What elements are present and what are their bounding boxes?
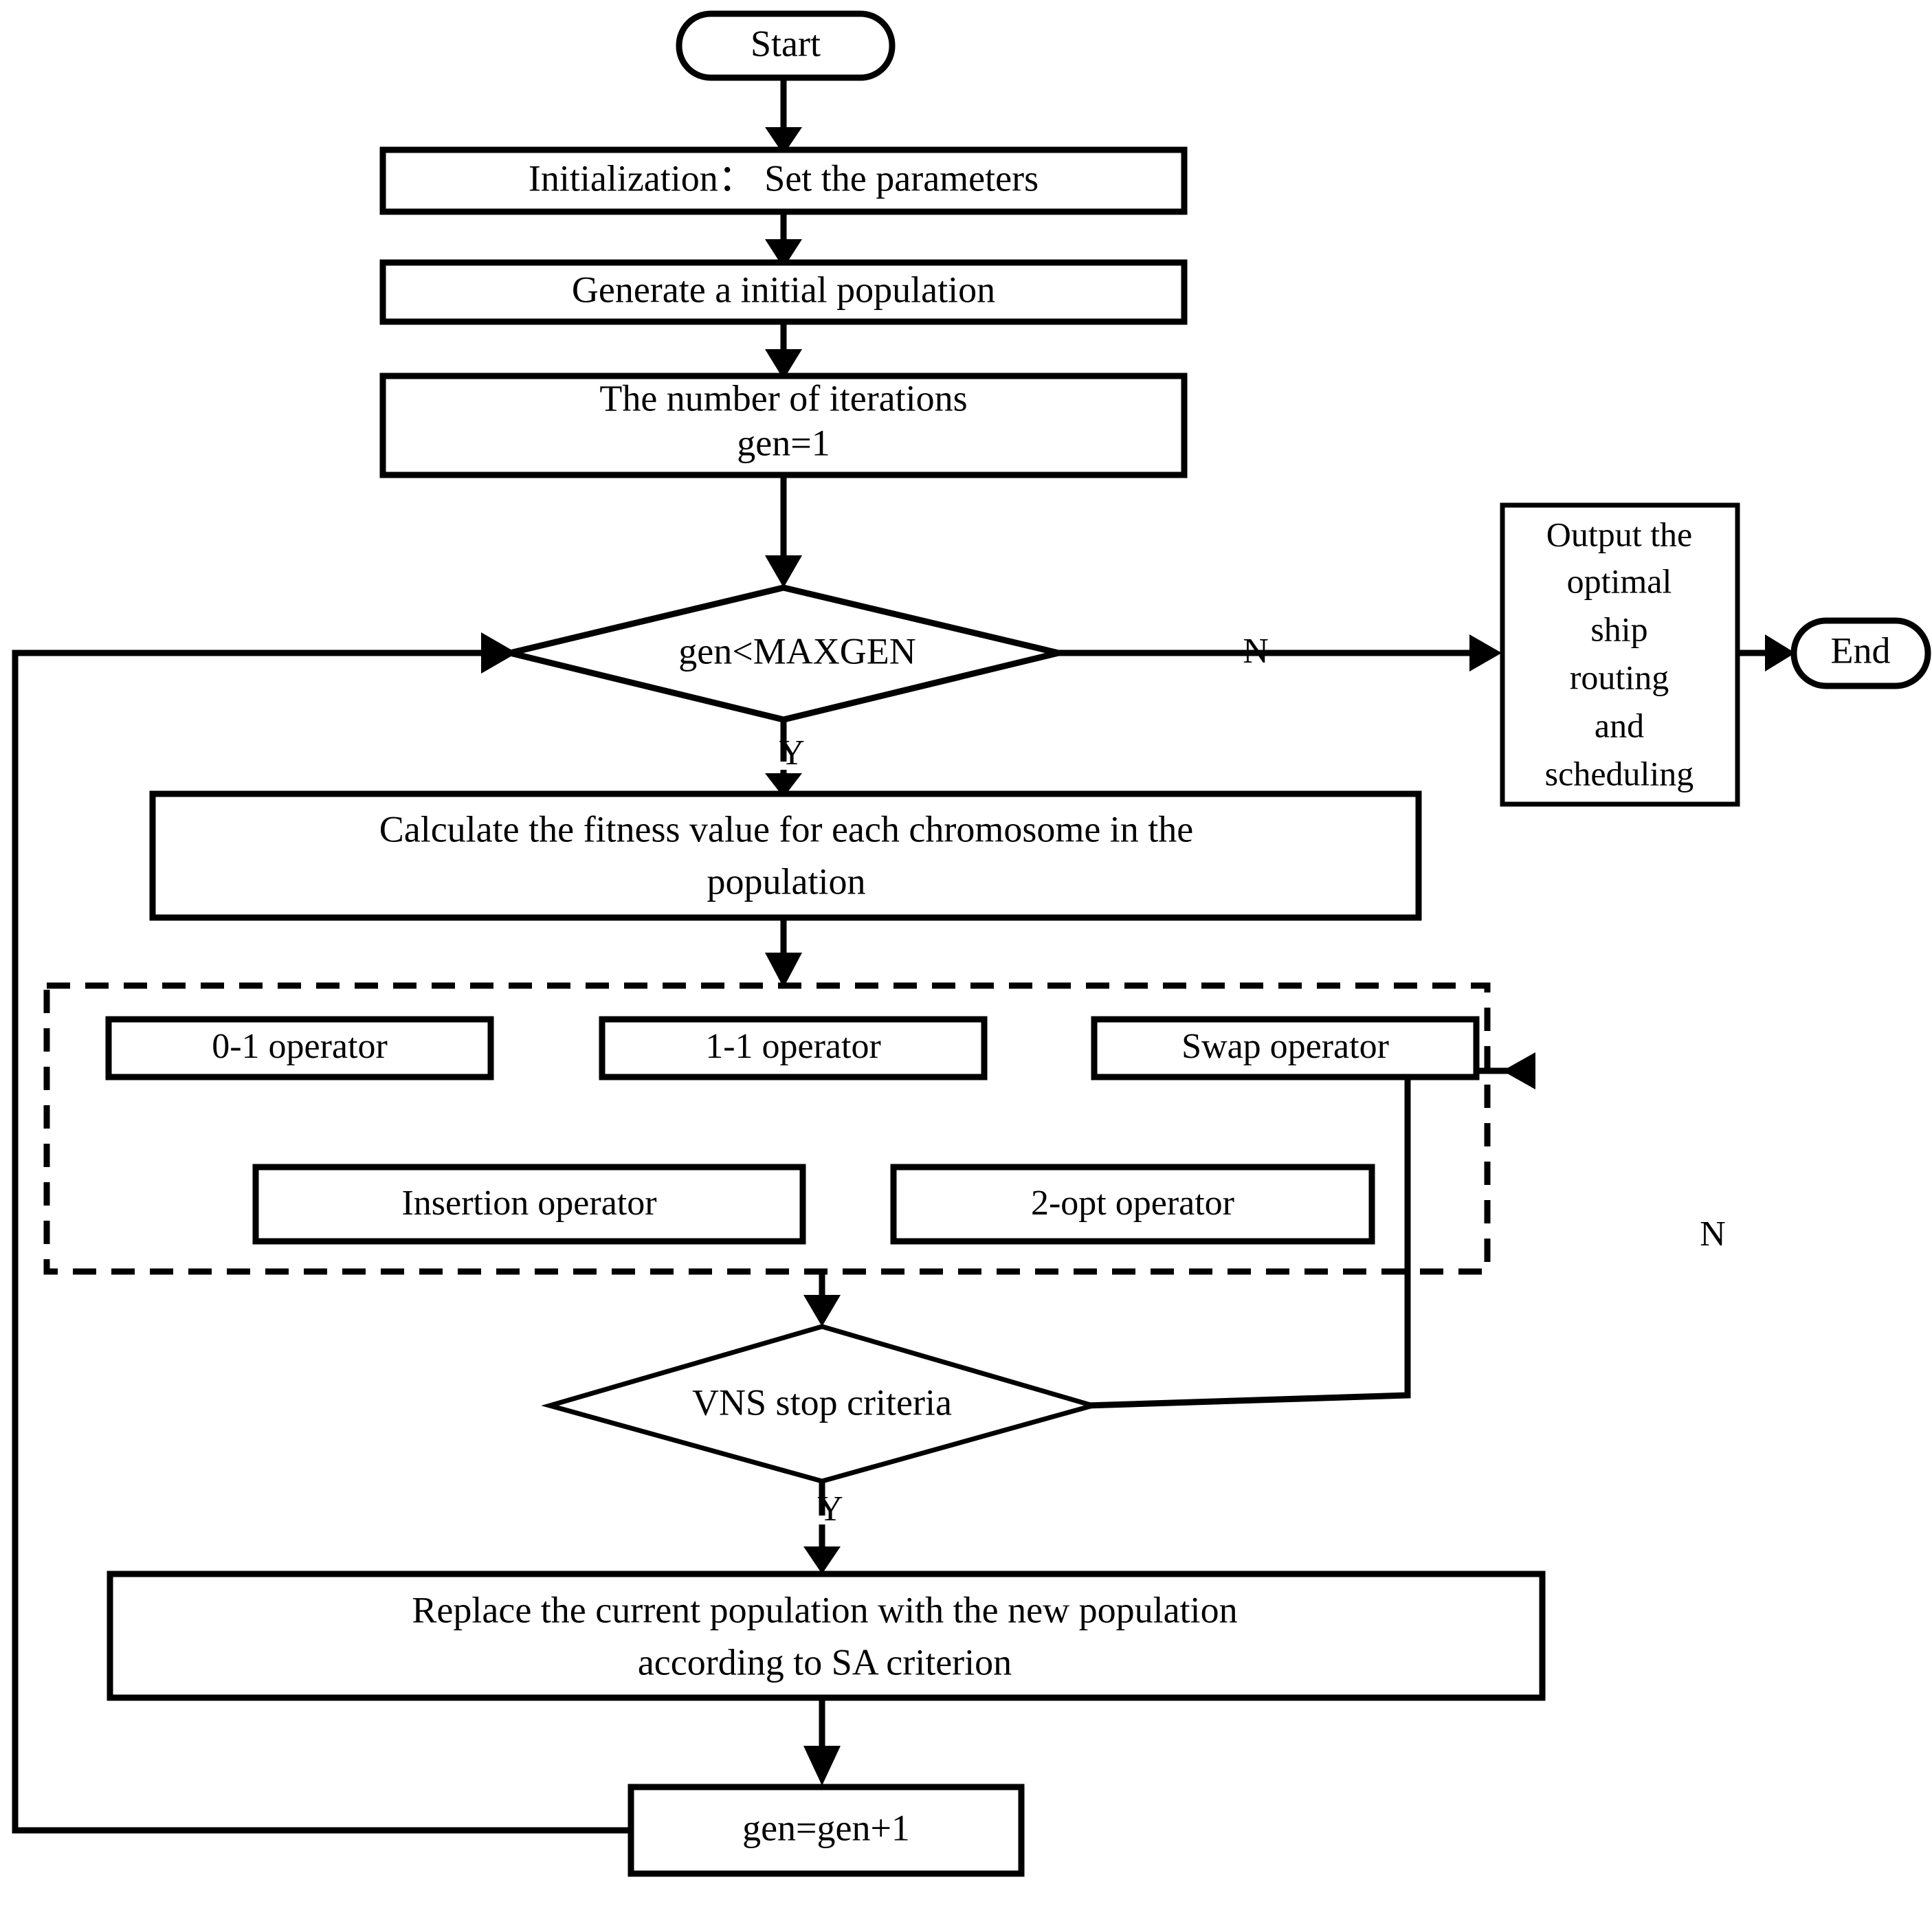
node-end[interactable]: End — [1790, 617, 1931, 689]
node-fitness-line2: population — [707, 861, 866, 902]
node-start-label: Start — [751, 23, 821, 64]
node-replace-line1: Replace the current population with the … — [412, 1589, 1237, 1630]
connector-fitness-to-vns-region — [765, 918, 802, 988]
node-operator-0-1-label: 0-1 operator — [212, 1027, 388, 1066]
node-output[interactable]: Output the optimal ship routing and sche… — [1500, 502, 1740, 807]
node-iterations-line1: The number of iterations — [599, 377, 967, 419]
branch-label-gencheck-no: N — [1243, 632, 1269, 671]
connector-vns-yes-to-replace — [803, 1481, 841, 1574]
node-initialization-label: Initialization： Set the parameters — [529, 157, 1039, 199]
node-increment[interactable]: gen=gen+1 — [628, 1784, 1025, 1877]
connector-gencheck-yes-to-fitness — [765, 720, 802, 797]
connector-initialization-to-generate — [765, 211, 802, 268]
node-iterations-line2: gen=1 — [737, 422, 830, 463]
node-output-line-2: optimal — [1567, 562, 1672, 600]
node-operator-swap-label: Swap operator — [1181, 1027, 1389, 1066]
node-initialization[interactable]: Initialization： Set the parameters — [379, 146, 1188, 215]
node-vns-check-label: VNS stop criteria — [692, 1382, 952, 1423]
node-operator-insertion-label: Insertion operator — [401, 1184, 656, 1223]
node-gen-check[interactable]: gen<MAXGEN — [509, 584, 1060, 723]
node-output-line-1: Output the — [1546, 515, 1692, 553]
node-iterations[interactable]: The number of iterations gen=1 — [379, 373, 1188, 478]
node-operator-1-1[interactable]: 1-1 operator — [599, 1016, 988, 1080]
vns-operator-region — [43, 982, 1491, 1275]
node-vns-check[interactable]: VNS stop criteria — [541, 1324, 1102, 1484]
connector-start-to-initialization — [765, 78, 802, 155]
node-start[interactable]: Start — [676, 10, 896, 81]
node-generate-population-label: Generate a initial population — [572, 269, 995, 310]
node-output-line-4: routing — [1570, 658, 1669, 696]
node-output-line-6: scheduling — [1545, 754, 1694, 792]
connector-vns-region-to-vnscheck — [803, 1272, 841, 1327]
connector-increment-loop-back — [12, 632, 631, 1834]
branch-label-gencheck-yes: Y — [779, 733, 805, 773]
node-fitness-line1: Calculate the fitness value for each chr… — [379, 808, 1194, 850]
node-generate-population[interactable]: Generate a initial population — [379, 259, 1188, 325]
node-end-label: End — [1831, 630, 1891, 671]
node-operator-1-1-label: 1-1 operator — [705, 1027, 881, 1066]
node-fitness[interactable]: Calculate the fitness value for each chr… — [149, 790, 1422, 921]
branch-label-vns-yes: Y — [817, 1489, 843, 1529]
branch-label-vns-no: N — [1700, 1214, 1726, 1254]
node-operator-swap[interactable]: Swap operator — [1091, 1016, 1480, 1080]
node-output-line-5: and — [1595, 706, 1644, 744]
node-operator-insertion[interactable]: Insertion operator — [252, 1164, 806, 1245]
connector-generate-to-iterations — [765, 321, 802, 379]
node-replace-line2: according to SA criterion — [638, 1641, 1012, 1683]
node-operator-2opt[interactable]: 2-opt operator — [890, 1164, 1375, 1245]
node-gen-check-label: gen<MAXGEN — [678, 630, 915, 672]
node-operator-0-1[interactable]: 0-1 operator — [105, 1016, 494, 1080]
connector-output-to-end — [1737, 634, 1795, 672]
node-operator-2opt-label: 2-opt operator — [1031, 1184, 1234, 1223]
node-increment-label: gen=gen+1 — [742, 1807, 910, 1848]
connector-replace-to-increment — [803, 1696, 841, 1786]
node-output-line-3: ship — [1590, 610, 1647, 648]
connector-gencheck-no-to-output — [1055, 634, 1502, 672]
node-replace[interactable]: Replace the current population with the … — [107, 1571, 1546, 1701]
connector-iterations-to-gencheck — [765, 474, 802, 588]
